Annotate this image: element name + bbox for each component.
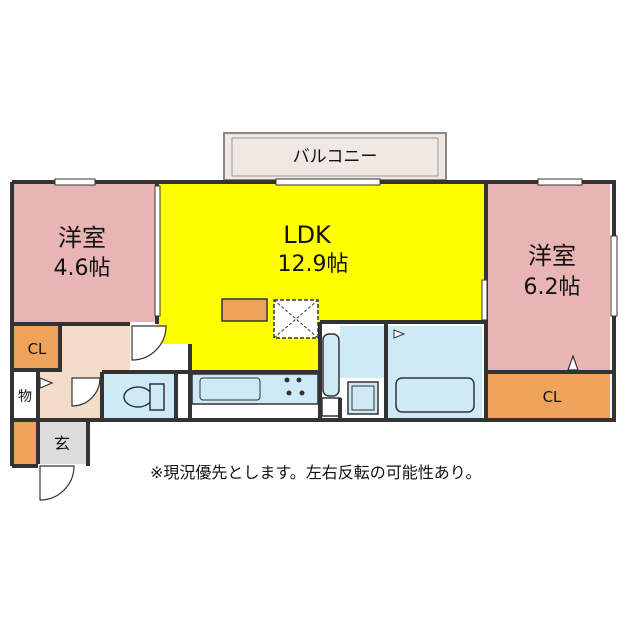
ldk-size: 12.9帖 — [278, 252, 349, 277]
east-closet — [488, 374, 610, 418]
entrance — [38, 422, 86, 464]
island-counter — [221, 298, 268, 322]
washing-machine — [347, 381, 379, 415]
ldk-label: LDK — [283, 221, 332, 249]
east-closet-label: CL — [543, 388, 562, 406]
hallway — [40, 326, 130, 418]
west-bedroom — [14, 184, 157, 322]
toilet-icon — [123, 386, 153, 408]
balcony — [223, 132, 447, 181]
windows — [54, 178, 618, 321]
storage — [14, 372, 38, 418]
east-room-size: 6.2帖 — [524, 275, 581, 300]
west-room-label: 洋室 — [58, 224, 106, 252]
door-swings — [39, 325, 579, 501]
pillar — [273, 299, 319, 339]
ldk-area — [157, 184, 484, 372]
east-room-label: 洋室 — [528, 242, 576, 270]
entrance-label: 玄 — [54, 434, 70, 453]
washroom — [340, 326, 384, 378]
washbasin — [322, 333, 340, 397]
east-bedroom — [488, 184, 610, 372]
west-room-size: 4.6帖 — [54, 256, 111, 281]
note-text: ※現況優先とします。左右反転の可能性あり。 — [150, 463, 482, 482]
west-closet — [14, 326, 60, 368]
bathtub — [395, 377, 475, 413]
west-closet-label: CL — [28, 340, 47, 358]
storage-label: 物 — [18, 389, 32, 405]
balcony-label: バルコニー — [293, 147, 378, 167]
